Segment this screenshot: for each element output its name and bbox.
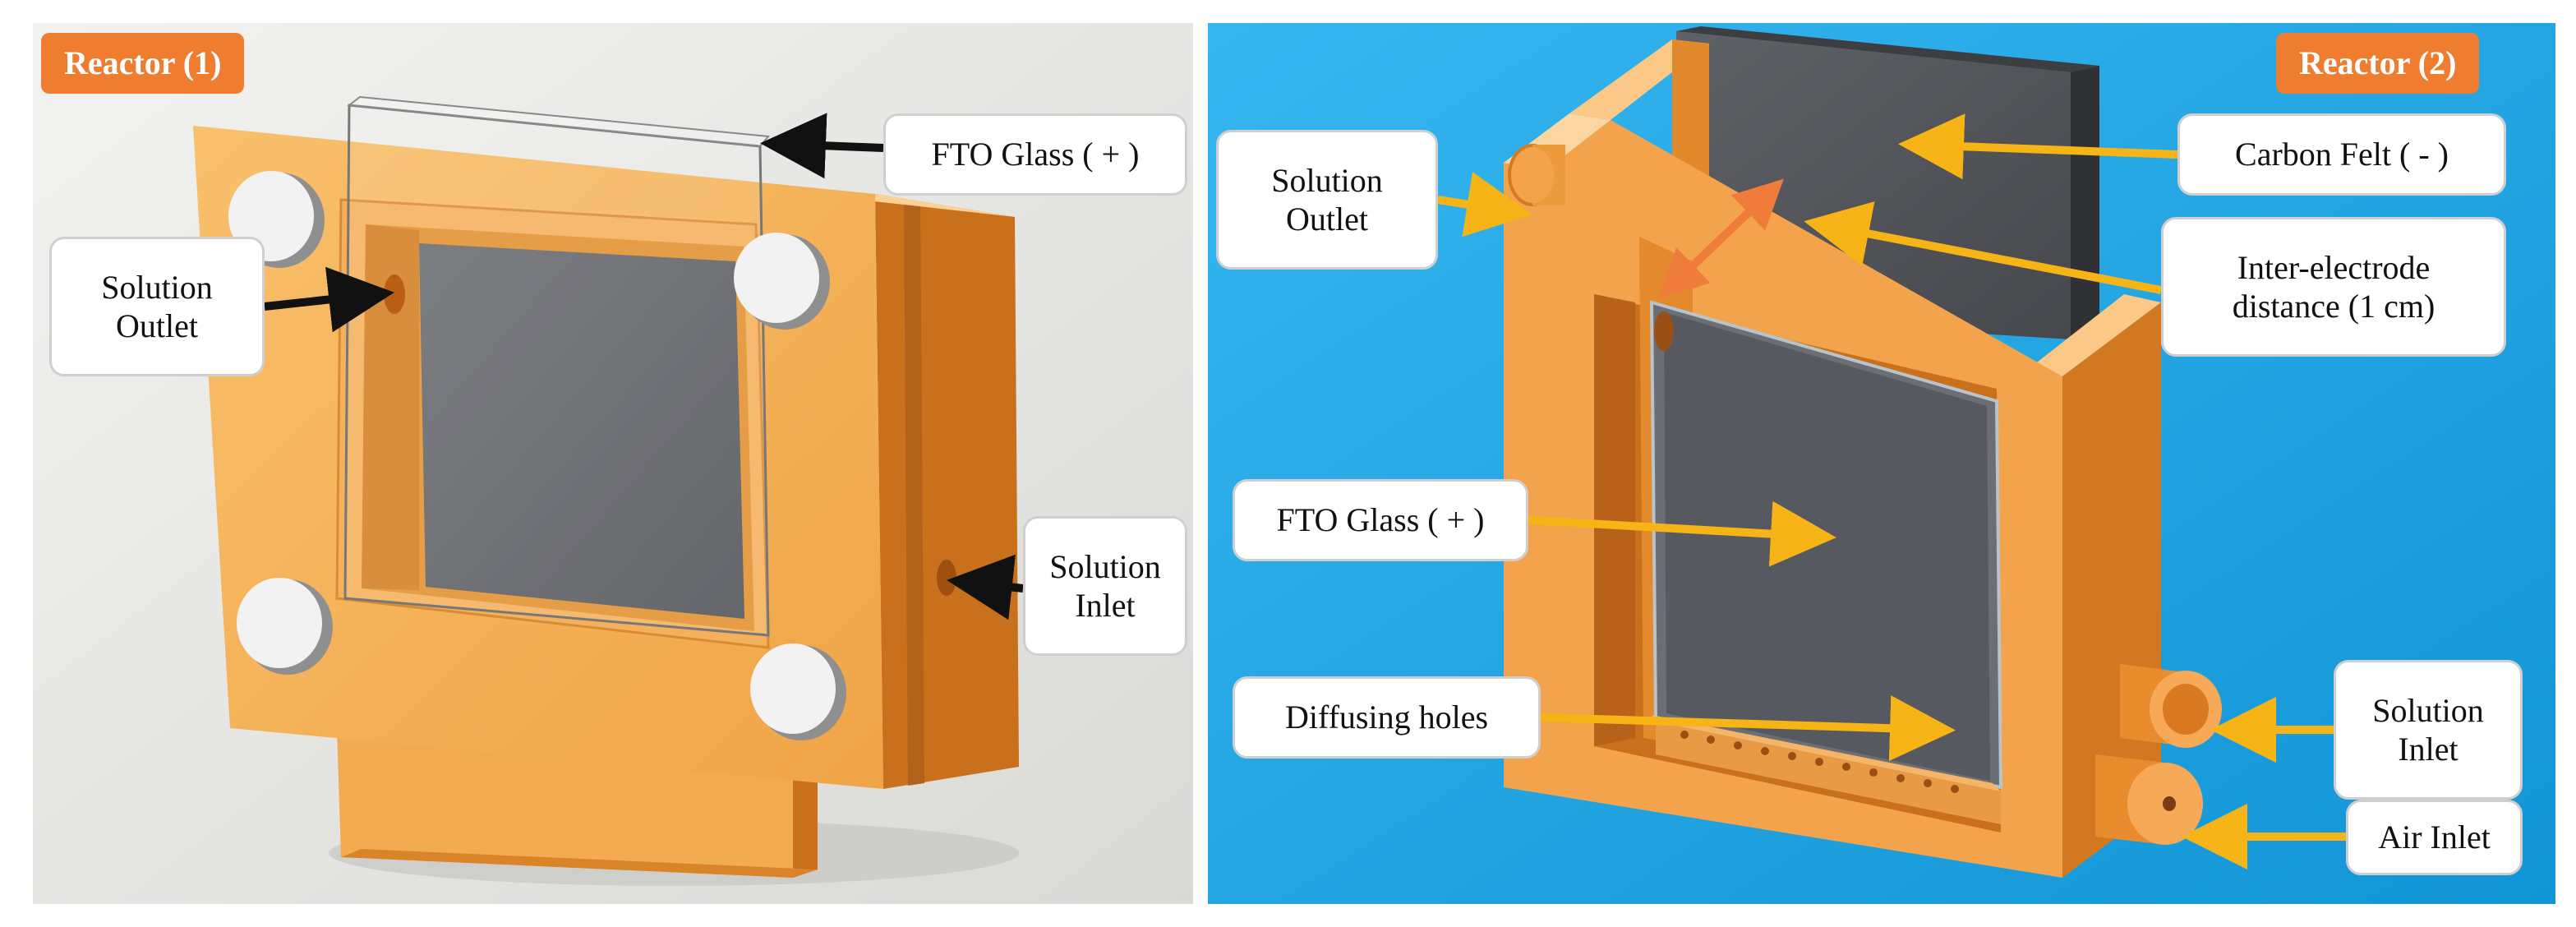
outlet-hole — [1654, 311, 1674, 351]
inter-electrode-line-1: Inter-electrode — [2237, 248, 2431, 286]
diffusing-holes — [1680, 731, 1959, 793]
solution-outlet-line-1: Solution — [1271, 161, 1383, 199]
arrow-inter-electrode — [1804, 201, 2162, 294]
fto-glass-label: FTO Glass ( + ) — [1233, 479, 1528, 561]
solution-inlet-line-1: Solution — [2372, 691, 2484, 729]
bolt-top-right — [734, 233, 830, 330]
diffuser-bar-top — [1652, 715, 2001, 791]
fto-glass-label: FTO Glass ( + ) — [883, 113, 1187, 196]
diffusing-holes-label: Diffusing holes — [1233, 676, 1541, 759]
arrow-solution-outlet — [264, 266, 394, 333]
plate-side-face — [875, 194, 1019, 789]
arrow-solution-outlet — [1437, 172, 1532, 238]
body-right-top — [2030, 294, 2161, 376]
outlet-nozzle — [1508, 144, 1565, 206]
arrow-fto-glass — [760, 113, 884, 179]
arrow-fto-glass — [1528, 500, 1836, 567]
reactor-1-tag: Reactor (1) — [41, 33, 245, 94]
bolt-bottom-left — [237, 578, 333, 675]
reactor-1-panel: Reactor (1) FTO Glass ( + ) Solution Out… — [33, 23, 1193, 904]
plate-side-face-edge — [904, 199, 924, 786]
solution-outlet-line-2: Outlet — [1286, 201, 1368, 238]
carbon-felt-top — [1676, 26, 2099, 72]
lower-tab-bottom — [341, 849, 818, 878]
solution-outlet-label: Solution Outlet — [1216, 130, 1438, 270]
inter-electrode-label: Inter-electrode distance (1 cm) — [2161, 217, 2506, 357]
outlet-hole — [384, 274, 405, 314]
solution-inlet-line-2: Inlet — [1075, 587, 1136, 624]
solution-inlet-line-2: Inlet — [2398, 731, 2458, 768]
diffuser-bar — [1656, 722, 2001, 824]
inter-electrode-line-2: distance (1 cm) — [2232, 288, 2435, 325]
solution-outlet-label: Solution Outlet — [49, 237, 265, 376]
fto-glass-outline — [343, 104, 770, 637]
carbon-felt-side — [2071, 66, 2099, 339]
inter-electrode-arrow — [1657, 178, 1784, 300]
solution-inlet-label: Solution Inlet — [2334, 660, 2523, 800]
arrow-carbon-felt — [1898, 113, 2178, 180]
reactor-2-panel: Reactor (2) Carbon Felt ( - ) Solution O… — [1208, 23, 2555, 904]
air-inlet-label: Air Inlet — [2346, 800, 2523, 875]
window-inner-wall — [1594, 294, 1635, 746]
solution-inlet-line-1: Solution — [1049, 547, 1161, 585]
carbon-felt-label: Carbon Felt ( - ) — [2177, 113, 2506, 196]
arrow-diffusing-holes — [1540, 695, 1956, 762]
solution-inlet-pipe — [2120, 664, 2222, 748]
solution-inlet-label: Solution Inlet — [1023, 516, 1187, 656]
electrode-plate — [419, 243, 744, 619]
solution-outlet-line-2: Outlet — [116, 307, 198, 344]
arrow-solution-inlet — [947, 554, 1024, 620]
inlet-hole — [937, 560, 956, 596]
bolt-bottom-right — [750, 643, 846, 740]
solution-outlet-line-1: Solution — [101, 268, 213, 306]
reactor-2-tag: Reactor (2) — [2276, 33, 2480, 94]
